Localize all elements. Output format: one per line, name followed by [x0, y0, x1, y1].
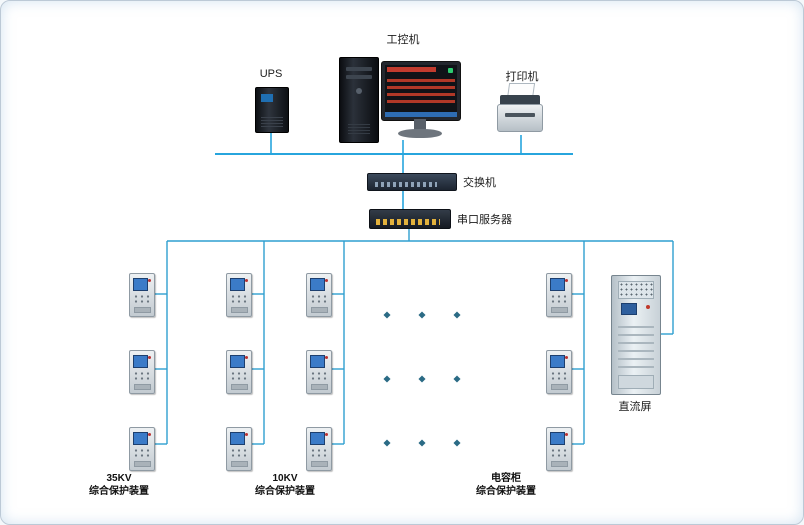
cabinet-indicator-panel [618, 281, 654, 299]
relay-column-10kv [306, 273, 332, 471]
screen-content [387, 75, 455, 103]
pc-tower [339, 57, 379, 143]
device-drop-lines [270, 131, 522, 209]
group-name: 35KV [106, 473, 132, 484]
screen-taskbar [385, 112, 457, 117]
ups-device [255, 87, 289, 133]
group-desc: 综合保护装置 [255, 486, 315, 497]
dc-panel-cabinet [611, 275, 661, 395]
tower-vent [348, 124, 370, 134]
ellipsis-dots [383, 311, 461, 447]
protection-relay [306, 273, 332, 317]
serial-server-device [369, 209, 451, 229]
printer-output-slot [505, 113, 535, 117]
printer-device [497, 83, 543, 135]
cabinet-screen [621, 303, 637, 315]
cabinet-terminal-rows [618, 320, 654, 368]
ups-vent [261, 115, 283, 127]
protection-relay [226, 350, 252, 394]
protection-relay [306, 427, 332, 471]
monitor-base [398, 129, 442, 138]
protection-relay [546, 350, 572, 394]
label-printer: 打印机 [505, 71, 539, 83]
pc-monitor [381, 61, 461, 121]
serial-server-ports [376, 219, 440, 225]
protection-relay [546, 427, 572, 471]
distribution-lines [153, 227, 674, 445]
protection-relay [546, 273, 572, 317]
group-name: 电容柜 [491, 473, 521, 484]
protection-relay [226, 273, 252, 317]
screen-status-dot [448, 68, 453, 73]
group-desc: 综合保护装置 [89, 486, 149, 497]
protection-relay [306, 350, 332, 394]
network-switch-device [367, 173, 457, 191]
cabinet-led [646, 305, 650, 309]
drive-bay [346, 67, 372, 71]
label-switch: 交换机 [463, 177, 496, 189]
group-name: 10KV [272, 473, 298, 484]
printer-body [497, 104, 543, 132]
screen-title-bar [387, 67, 436, 72]
label-ups: UPS [259, 68, 283, 80]
protection-relay [129, 427, 155, 471]
drive-bay [346, 75, 372, 79]
protection-relay [129, 350, 155, 394]
group-label-capacitor: 电容柜 综合保护装置 [476, 472, 536, 498]
relay-column-35kv-1 [129, 273, 155, 471]
power-button [356, 88, 362, 94]
label-serial-server: 串口服务器 [457, 214, 512, 226]
label-dc-panel: 直流屏 [618, 401, 652, 413]
group-label-10kv: 10KV 综合保护装置 [255, 472, 315, 498]
ups-display [261, 94, 273, 102]
relay-column-capacitor [546, 273, 572, 471]
relay-column-35kv-2 [226, 273, 252, 471]
protection-relay [226, 427, 252, 471]
monitor-stand [414, 119, 426, 130]
cabinet-base-panel [618, 375, 654, 389]
scada-screen [385, 65, 457, 117]
label-industrial-pc: 工控机 [386, 34, 420, 46]
group-desc: 综合保护装置 [476, 486, 536, 497]
group-label-35kv: 35KV 综合保护装置 [89, 472, 149, 498]
switch-ports [375, 182, 437, 187]
protection-relay [129, 273, 155, 317]
